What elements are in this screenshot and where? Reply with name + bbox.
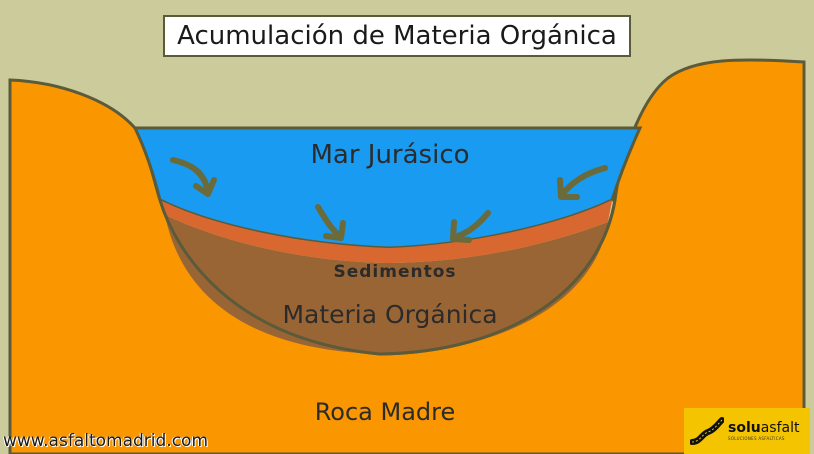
website-watermark: www.asfaltomadrid.com xyxy=(3,431,209,451)
basin-outline xyxy=(158,199,617,356)
sediment-layer xyxy=(160,200,612,263)
sea-label: Mar Jurásico xyxy=(310,140,470,170)
bedrock-label: Roca Madre xyxy=(314,398,456,426)
organic-matter-layer xyxy=(165,215,608,354)
logo-suffix: asfalt xyxy=(760,420,800,436)
arrow-icon xyxy=(315,204,346,241)
arrow-icon xyxy=(170,157,217,197)
settling-arrows xyxy=(170,157,608,243)
logo-wordmark: soluasfalt SOLUCIONES ASFALTICAS xyxy=(728,421,799,441)
arrow-icon xyxy=(557,165,608,200)
arrow-icon xyxy=(450,210,491,243)
brand-logo: soluasfalt SOLUCIONES ASFALTICAS xyxy=(684,408,810,454)
road-icon xyxy=(690,417,724,445)
sediments-label: Sedimentos xyxy=(333,262,457,282)
logo-prefix: solu xyxy=(728,420,761,436)
organic-matter-label: Materia Orgánica xyxy=(282,300,498,329)
logo-tagline: SOLUCIONES ASFALTICAS xyxy=(728,436,785,441)
diagram-title: Acumulación de Materia Orgánica xyxy=(163,15,631,57)
